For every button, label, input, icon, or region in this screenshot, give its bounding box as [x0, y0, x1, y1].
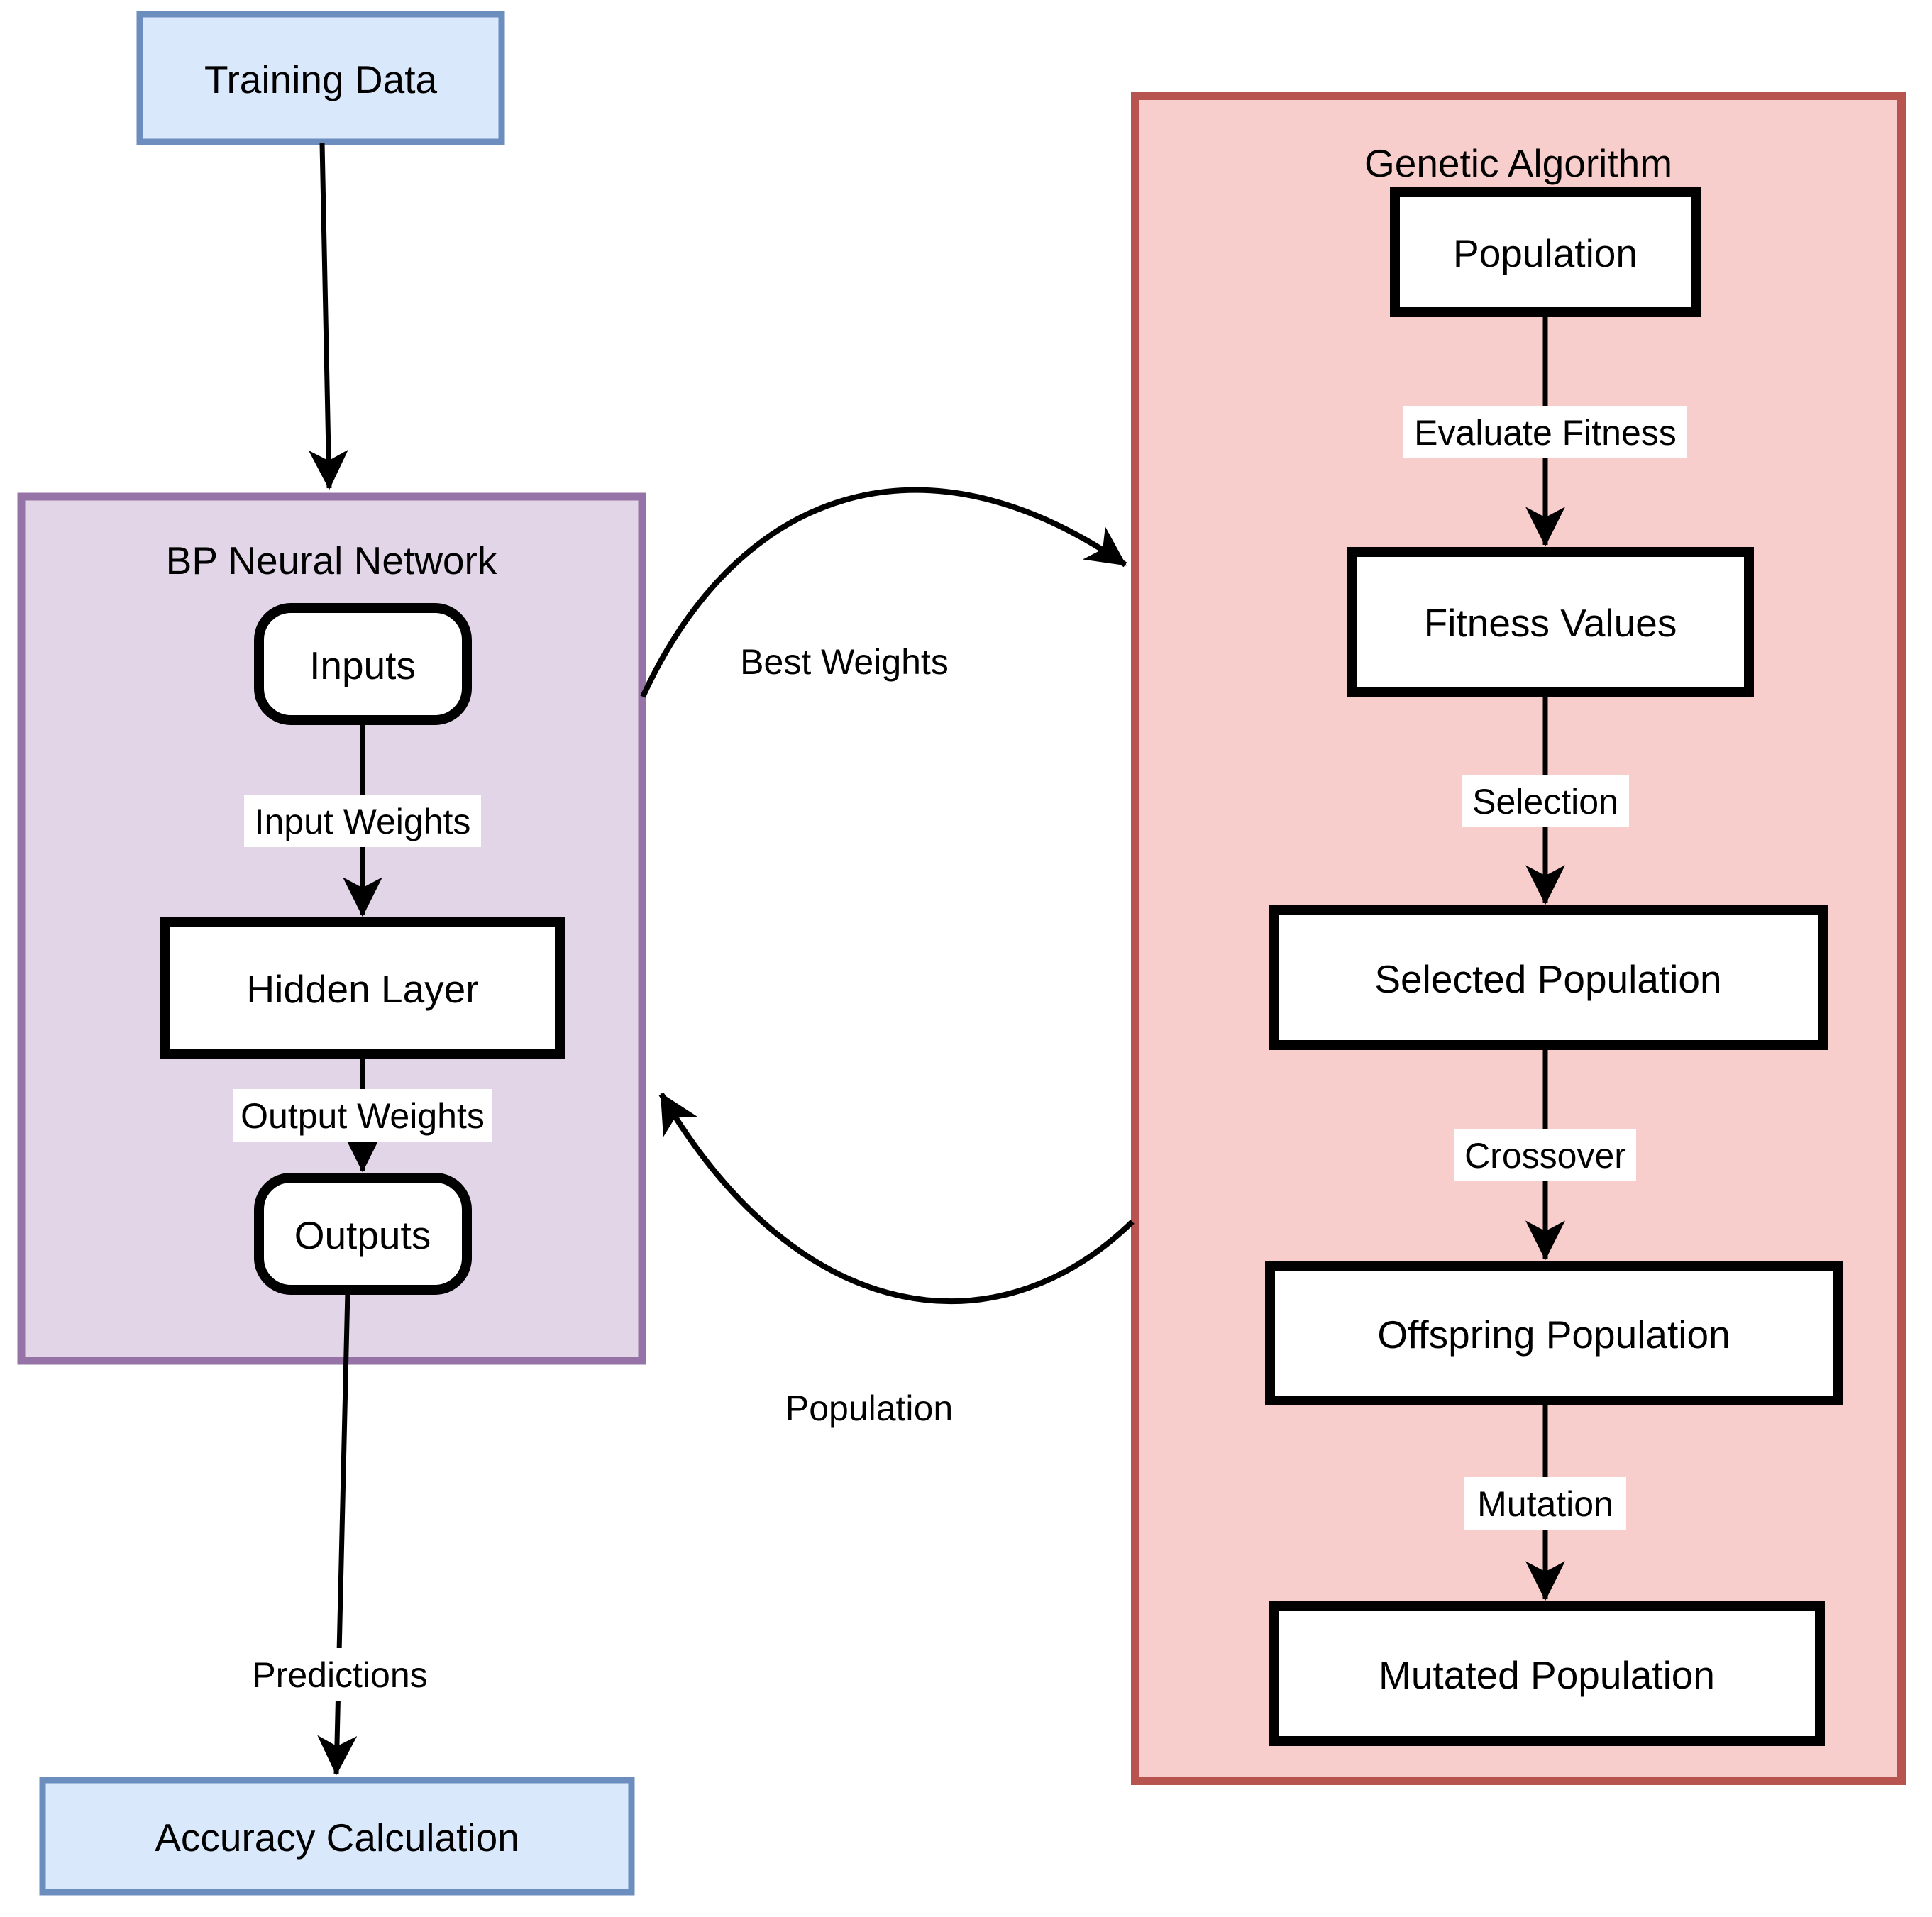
selected-population-box: [1269, 905, 1828, 1050]
edge-training-to-bp: [308, 143, 348, 490]
hidden-layer-box: [160, 917, 565, 1059]
evaluate-fitness-label: Evaluate Fitness: [1414, 413, 1677, 453]
edge-best-weights-curve: [640, 487, 1127, 698]
edge-label-predictions: Predictions: [237, 1648, 443, 1701]
population-label: Population: [1453, 231, 1638, 275]
node-mutated-population: Mutated Population: [1269, 1601, 1825, 1746]
mutated-population-label: Mutated Population: [1379, 1653, 1715, 1697]
selection-label: Selection: [1472, 782, 1618, 822]
outputs-label: Outputs: [294, 1213, 431, 1257]
edge-label-mutation: Mutation: [1464, 1477, 1626, 1530]
node-hidden-layer: Hidden Layer: [160, 917, 565, 1059]
mutated-population-box: [1269, 1601, 1825, 1746]
edge-label-best-weights: Best Weights: [740, 642, 949, 682]
node-inputs: Inputs: [254, 603, 472, 725]
fitness-values-box: [1347, 547, 1754, 697]
edge-label-selection: Selection: [1462, 775, 1629, 827]
outputs-box: [254, 1173, 472, 1295]
evaluate-fitness-label-bg: [1403, 406, 1687, 458]
mutation-label-bg: [1464, 1477, 1626, 1530]
edge-label-crossover: Crossover: [1454, 1129, 1636, 1181]
node-outputs: Outputs: [254, 1173, 472, 1295]
input-weights-label: Input Weights: [255, 802, 471, 841]
bp-container-title: BP Neural Network: [166, 538, 497, 582]
best-weights-label: Best Weights: [740, 642, 949, 682]
crossover-label-bg: [1454, 1129, 1636, 1181]
edge-label-output-weights: Output Weights: [233, 1089, 492, 1142]
crossover-label: Crossover: [1464, 1136, 1626, 1176]
node-offspring-population: Offspring Population: [1265, 1261, 1843, 1405]
node-population: Population: [1390, 187, 1701, 317]
output-weights-label: Output Weights: [241, 1096, 485, 1136]
output-weights-label-bg: [233, 1089, 492, 1142]
inputs-box: [254, 603, 472, 725]
population-feedback-label: Population: [785, 1388, 953, 1428]
edge-label-population-feedback: Population: [785, 1388, 953, 1428]
node-fitness-values: Fitness Values: [1347, 547, 1754, 697]
edge-label-input-weights: Input Weights: [244, 795, 481, 847]
predictions-label: Predictions: [252, 1655, 427, 1695]
accuracy-calculation-label: Accuracy Calculation: [155, 1816, 519, 1860]
offspring-population-label: Offspring Population: [1377, 1313, 1730, 1357]
node-accuracy-calculation: Accuracy Calculation: [39, 1777, 635, 1896]
mutation-label: Mutation: [1477, 1484, 1613, 1524]
input-weights-label-bg: [244, 795, 481, 847]
inputs-label: Inputs: [309, 643, 416, 687]
offspring-population-box: [1265, 1261, 1843, 1405]
edge-label-evaluate-fitness: Evaluate Fitness: [1403, 406, 1687, 458]
ga-container-title: Genetic Algorithm: [1364, 141, 1672, 185]
edge-labels-group: Input Weights Output Weights Predictions…: [233, 406, 1687, 1701]
population-box: [1390, 187, 1701, 317]
node-selected-population: Selected Population: [1269, 905, 1828, 1050]
selection-label-bg: [1462, 775, 1629, 827]
accuracy-calculation-box: [39, 1777, 635, 1896]
training-data-box: [136, 11, 505, 145]
fitness-values-label: Fitness Values: [1424, 601, 1677, 645]
predictions-label-bg: [237, 1648, 443, 1701]
selected-population-label: Selected Population: [1374, 957, 1721, 1001]
node-training-data: Training Data: [136, 11, 505, 145]
training-data-label: Training Data: [204, 57, 438, 101]
edge-population-feedback-curve: [658, 1092, 1135, 1305]
hidden-layer-label: Hidden Layer: [246, 967, 478, 1011]
